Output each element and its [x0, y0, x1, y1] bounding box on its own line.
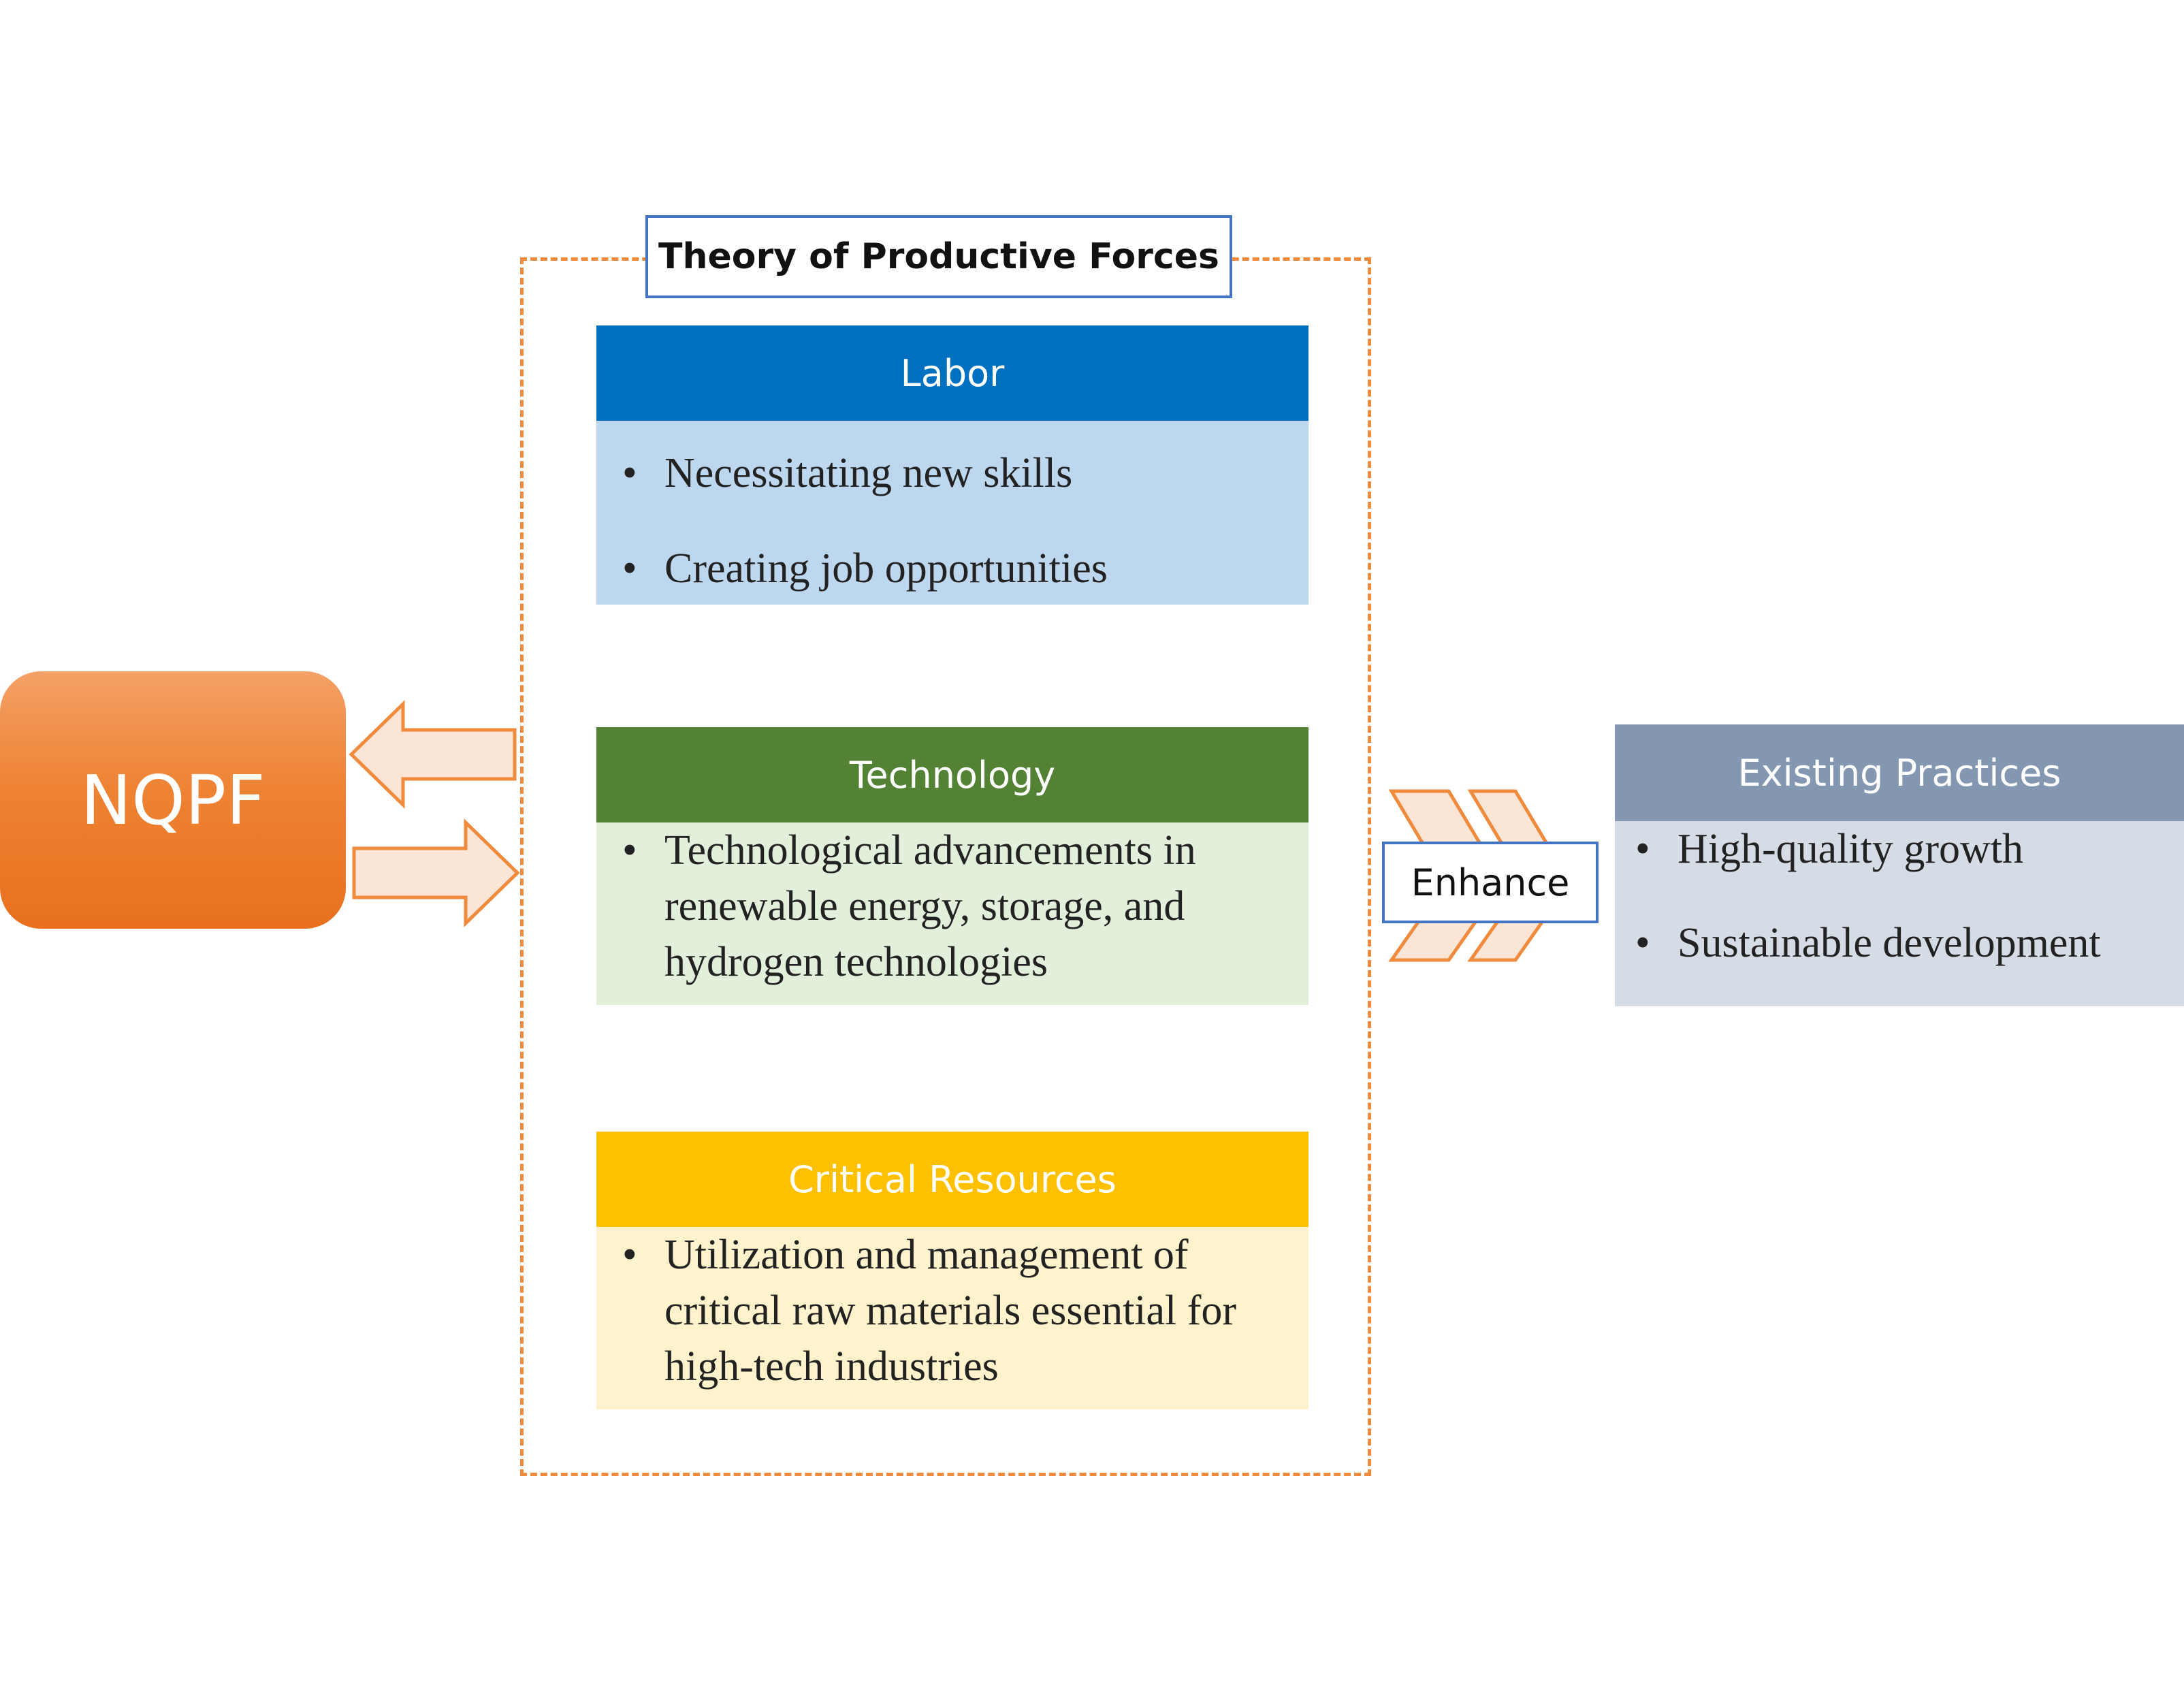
existing-practices-body: • High-quality growth • Sustainable deve… [1615, 821, 2184, 1006]
diagram-title: Theory of Productive Forces [645, 215, 1232, 298]
bullet-icon: • [622, 545, 637, 592]
bullet-text: Utilization and management of critical r… [664, 1232, 1237, 1390]
bullet-text: Creating job opportunities [664, 545, 1108, 592]
bullet-icon: • [622, 450, 637, 496]
arrow-left-icon [349, 700, 517, 809]
bullet-icon: • [622, 827, 637, 874]
technology-header: Technology [596, 727, 1308, 822]
bullet-text: High-quality growth [1677, 826, 2023, 872]
critical-resources-header: Critical Resources [596, 1132, 1308, 1227]
bullet-icon: • [622, 1232, 637, 1278]
bullet-icon: • [1635, 920, 1650, 966]
critical-resources-body: • Utilization and management of critical… [596, 1227, 1308, 1409]
list-item: • Sustainable development [1635, 915, 2164, 971]
list-item: • Technological advancements in renewabl… [622, 822, 1288, 990]
list-item: • Necessitating new skills [622, 445, 1288, 501]
list-item: • Utilization and management of critical… [622, 1227, 1288, 1394]
labor-card: Labor • Necessitating new skills • Creat… [596, 325, 1308, 605]
labor-body: • Necessitating new skills • Creating jo… [596, 421, 1308, 605]
technology-card: Technology • Technological advancements … [596, 727, 1308, 1005]
enhance-label: Enhance [1382, 842, 1599, 923]
arrow-right-icon [352, 818, 520, 927]
labor-header: Labor [596, 325, 1308, 421]
bullet-text: Sustainable development [1677, 920, 2101, 966]
bullet-icon: • [1635, 826, 1650, 872]
existing-practices-header: Existing Practices [1615, 724, 2184, 821]
critical-resources-card: Critical Resources • Utilization and man… [596, 1132, 1308, 1409]
bullet-text: Technological advancements in renewable … [664, 827, 1196, 985]
technology-body: • Technological advancements in renewabl… [596, 822, 1308, 1005]
bullet-text: Necessitating new skills [664, 450, 1073, 496]
list-item: • Creating job opportunities [622, 541, 1288, 596]
nqpf-node: NQPF [0, 671, 346, 929]
list-item: • High-quality growth [1635, 821, 2164, 877]
existing-practices-card: Existing Practices • High-quality growth… [1615, 724, 2184, 1006]
